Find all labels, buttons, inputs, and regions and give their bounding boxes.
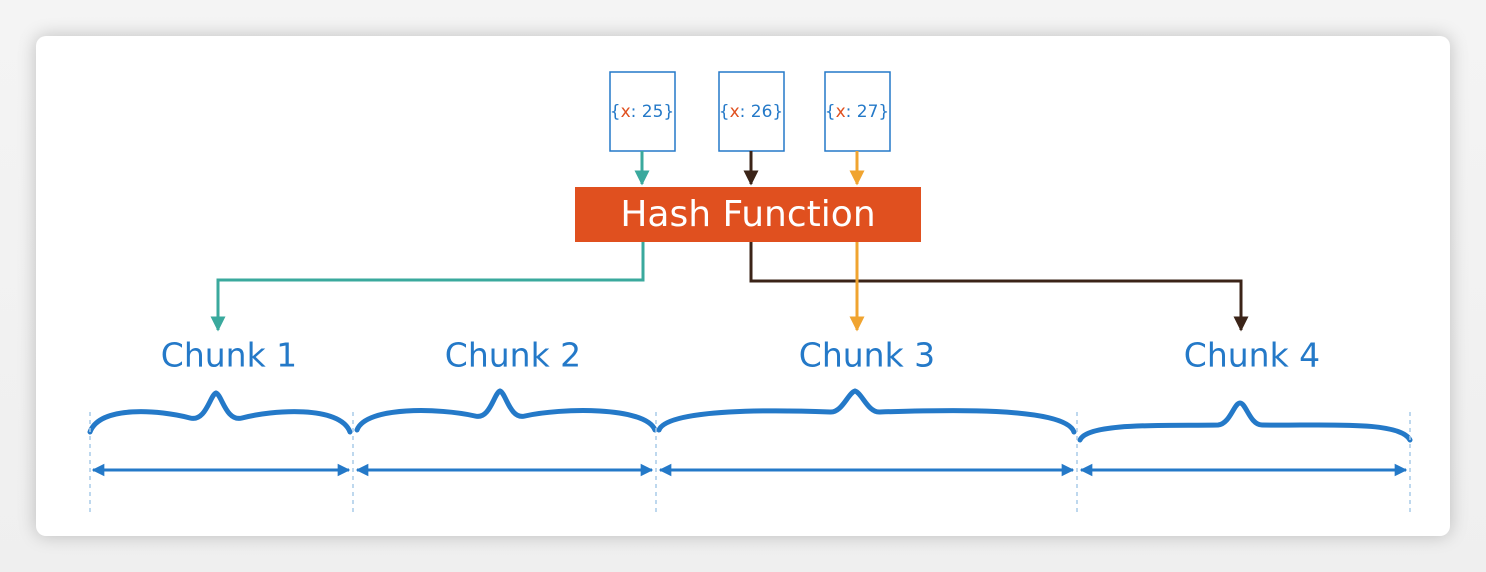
chunk-boundaries	[89, 412, 1411, 515]
chunk-2-brace	[354, 388, 658, 433]
key-label-26: {x: 26}	[719, 102, 784, 122]
chunk-4-label: Chunk 4	[1184, 336, 1320, 375]
key-box-26: {x: 26}	[718, 71, 785, 152]
hash-function-box: Hash Function	[575, 187, 921, 242]
key-box-27: {x: 27}	[824, 71, 891, 152]
route-arrow-to-chunk-4	[749, 242, 1249, 332]
key-label-27: {x: 27}	[825, 102, 890, 122]
chunk-1-label: Chunk 1	[161, 336, 297, 375]
chunk-4-brace	[1077, 400, 1413, 443]
chunk-2-label: Chunk 2	[445, 336, 581, 375]
chunk-3-label: Chunk 3	[799, 336, 935, 375]
route-arrow-to-chunk-1	[210, 242, 645, 332]
hash-function-label: Hash Function	[620, 194, 875, 235]
chunk-1-brace	[87, 390, 353, 435]
key-label-25: {x: 25}	[610, 102, 675, 122]
key-box-25: {x: 25}	[609, 71, 676, 152]
chunk-3-brace	[656, 388, 1077, 435]
